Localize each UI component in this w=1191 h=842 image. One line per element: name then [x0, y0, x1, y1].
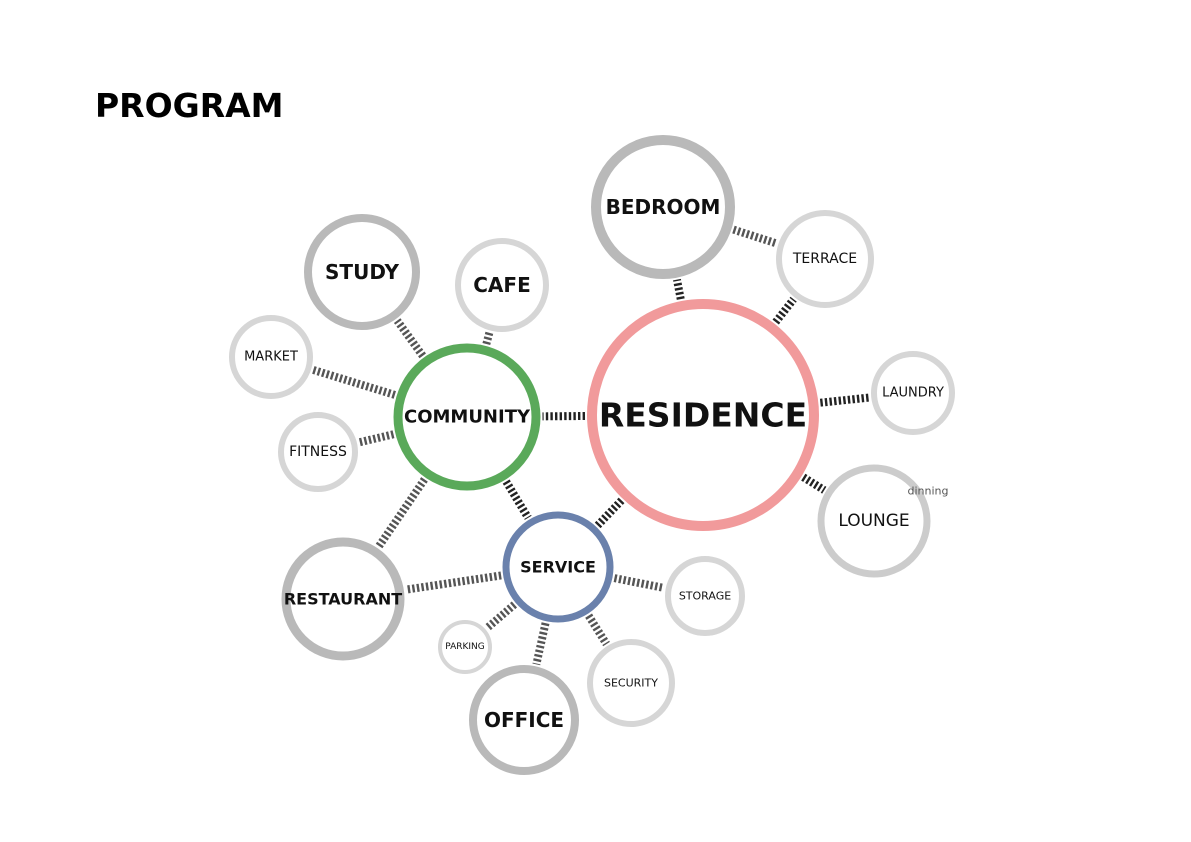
node-circle-community: [393, 343, 541, 491]
link-community-market: [311, 366, 396, 399]
node-circle-study: [304, 214, 420, 330]
link-service-restaurant: [405, 571, 502, 594]
node-circle-security: [587, 639, 675, 727]
node-circle-restaurant: [281, 537, 405, 661]
node-lounge: LOUNGE dinning: [817, 464, 949, 578]
node-label-study: STUDY: [325, 260, 399, 284]
link-community-cafe: [482, 331, 494, 346]
node-label-office: OFFICE: [484, 708, 564, 732]
link-residence-lounge: [801, 473, 827, 494]
link-community-fitness: [357, 430, 395, 447]
node-label-cafe: CAFE: [473, 273, 530, 297]
link-service-security: [585, 613, 610, 647]
node-laundry: LAUNDRY: [871, 351, 955, 435]
node-label-restaurant: RESTAURANT: [284, 590, 402, 609]
node-circle-service: [502, 511, 614, 623]
node-label-parking: PARKING: [445, 642, 485, 652]
node-study: STUDY: [304, 214, 420, 330]
node-label-residence: RESIDENCE: [599, 396, 807, 435]
link-residence-bedroom: [673, 278, 685, 300]
link-residence-service: [594, 497, 625, 529]
node-circle-terrace: [776, 210, 874, 308]
node-label-terrace: TERRACE: [792, 251, 857, 267]
node-label-market: MARKET: [244, 350, 298, 365]
node-community: COMMUNITY: [393, 343, 541, 491]
node-circle-residence: [587, 299, 819, 531]
node-residence: RESIDENCE: [587, 299, 819, 531]
node-circle-cafe: [455, 238, 549, 332]
links-layer: [311, 225, 870, 666]
link-residence-laundry: [819, 393, 870, 407]
node-circle-lounge: [817, 464, 931, 578]
node-restaurant: RESTAURANT: [281, 537, 405, 661]
node-label-service: SERVICE: [520, 558, 596, 577]
node-circle-fitness: [278, 412, 358, 492]
node-storage: STORAGE: [665, 556, 745, 636]
node-bedroom: BEDROOM: [591, 135, 735, 279]
node-label-storage: STORAGE: [679, 590, 731, 603]
nodes-layer: RESIDENCE COMMUNITY SERVICE BEDROOM TERRACE L…: [229, 135, 955, 775]
node-security: SECURITY: [587, 639, 675, 727]
link-service-office: [532, 622, 550, 666]
page-title: PROGRAM: [95, 86, 284, 125]
node-note-lounge: dinning: [908, 485, 949, 498]
link-service-storage: [613, 574, 665, 592]
node-label-security: SECURITY: [604, 677, 658, 690]
node-cafe: CAFE: [455, 238, 549, 332]
node-label-laundry: LAUNDRY: [882, 386, 944, 401]
node-circle-market: [229, 315, 313, 399]
node-fitness: FITNESS: [278, 412, 358, 492]
node-circle-parking: [438, 620, 492, 674]
link-service-parking: [484, 601, 518, 632]
node-circle-laundry: [871, 351, 955, 435]
link-bedroom-terrace: [732, 225, 778, 248]
node-office: OFFICE: [469, 665, 579, 775]
node-terrace: TERRACE: [776, 210, 874, 308]
node-label-fitness: FITNESS: [289, 444, 347, 460]
node-circle-bedroom: [591, 135, 735, 279]
node-label-lounge: LOUNGE: [838, 511, 909, 531]
link-community-service: [502, 479, 532, 520]
link-residence-terrace: [772, 296, 797, 325]
node-circle-storage: [665, 556, 745, 636]
node-market: MARKET: [229, 315, 313, 399]
node-service: SERVICE: [502, 511, 614, 623]
node-parking: PARKING: [438, 620, 492, 674]
link-community-restaurant: [375, 477, 428, 549]
node-circle-office: [469, 665, 579, 775]
link-community-study: [393, 318, 426, 359]
node-label-community: COMMUNITY: [404, 407, 531, 428]
node-label-bedroom: BEDROOM: [606, 195, 721, 219]
